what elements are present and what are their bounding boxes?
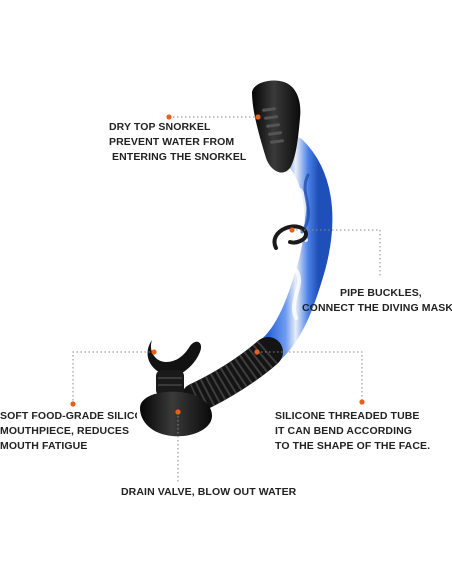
mouthpiece-callout: SOFT FOOD-GRADE SILICONE MOUTHPIECE, RED…	[0, 409, 137, 454]
silicone-tube-leader	[257, 351, 363, 402]
mouthpiece-line-3: MOUTH FATIGUE	[0, 440, 88, 452]
dry-top-line-2: PREVENT WATER FROM	[109, 136, 235, 148]
pipe-buckle-clip	[272, 224, 309, 250]
drain-valve-housing	[140, 391, 212, 437]
mouthpiece-neck-rings	[158, 377, 182, 386]
dry-top-callout: DRY TOP SNORKEL PREVENT WATER FROM ENTER…	[109, 120, 246, 165]
pipe-buckles-callout: PIPE BUCKLES, CONNECT THE DIVING MASK	[302, 286, 452, 316]
pipe-buckles-leader	[292, 229, 381, 278]
callout-dots	[70, 114, 365, 415]
silicone-tube-label-dot	[359, 399, 365, 405]
drain-valve-callout: DRAIN VALVE, BLOW OUT WATER	[121, 485, 296, 500]
mouthpiece-line-1: SOFT FOOD-GRADE SILICONE	[0, 410, 137, 422]
dry-top-target-dot	[255, 114, 261, 120]
tube-marble-swirl-dark	[300, 173, 310, 234]
dry-top-line-3: ENTERING THE SNORKEL	[109, 151, 247, 163]
silicone-tube-line-2: IT CAN BEND ACCORDING	[275, 425, 413, 437]
corrugated-tube-ribs	[189, 340, 278, 412]
pipe-buckles-line-2: CONNECT THE DIVING MASK	[302, 302, 452, 314]
mouthpiece-bite	[147, 340, 202, 374]
dry-top-line-1: DRY TOP SNORKEL	[109, 121, 211, 133]
silicone-tube-line-3: TO THE SHAPE OF THE FACE.	[275, 440, 431, 452]
callout-lines	[72, 116, 381, 482]
mouthpiece-line-2: MOUTHPIECE, REDUCES	[0, 425, 130, 437]
mouthpiece-leader	[72, 351, 154, 404]
dry-top-vents	[262, 107, 285, 144]
silicone-tube-callout: SILICONE THREADED TUBE IT CAN BEND ACCOR…	[275, 409, 430, 454]
snorkel-illustration	[140, 80, 333, 437]
dry-top-dot	[166, 114, 172, 120]
silicone-tube-line-1: SILICONE THREADED TUBE	[275, 410, 420, 422]
snorkel-tube	[254, 136, 333, 366]
drain-valve-dot	[175, 409, 181, 415]
mouthpiece-dot	[151, 349, 157, 355]
drain-valve-line-1: DRAIN VALVE, BLOW OUT WATER	[121, 486, 297, 498]
mouthpiece-neck	[156, 370, 184, 396]
mouthpiece-label-dot	[70, 401, 76, 407]
pipe-buckles-line-1: PIPE BUCKLES,	[340, 287, 422, 299]
silicone-tube-dot	[254, 349, 260, 355]
pipe-buckles-dot	[289, 227, 295, 233]
